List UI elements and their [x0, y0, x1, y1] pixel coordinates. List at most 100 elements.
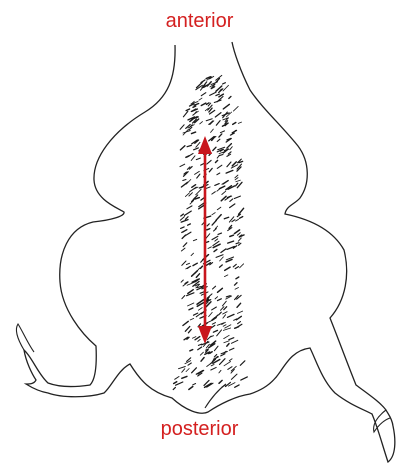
hatch-mark [214, 346, 218, 351]
hatch-mark [174, 382, 177, 384]
hatch-mark [224, 341, 230, 343]
hatch-mark [219, 134, 222, 137]
hatch-mark [222, 191, 226, 194]
hatch-mark [201, 358, 204, 362]
hatch-mark [234, 230, 239, 234]
hatch-mark [216, 255, 223, 258]
hatch-mark [217, 139, 220, 141]
hatch-mark [212, 220, 216, 225]
hatch-mark [233, 264, 236, 267]
hatch-mark [206, 234, 210, 239]
hatch-mark [185, 217, 188, 220]
hatch-mark [227, 162, 231, 167]
hatch-mark [192, 185, 196, 188]
hatch-mark [235, 288, 239, 290]
hatch-mark [214, 229, 217, 231]
hatch-mark [215, 297, 218, 299]
hatch-mark [194, 104, 199, 106]
hatch-mark [212, 307, 217, 310]
hatch-mark [224, 307, 227, 310]
hatch-mark [193, 384, 196, 385]
hatch-mark [229, 96, 231, 98]
hatch-mark [216, 94, 220, 96]
hatch-mark [186, 369, 189, 372]
hatch-mark [193, 239, 196, 240]
hatch-mark [183, 321, 188, 325]
hatch-mark [214, 249, 217, 251]
hatch-mark [240, 361, 245, 366]
hatch-mark [224, 217, 228, 219]
hatch-mark [213, 286, 216, 289]
hatch-mark [223, 315, 226, 318]
hatch-mark [217, 207, 221, 210]
hatch-mark [180, 146, 185, 150]
hatch-mark [235, 283, 238, 286]
hatch-mark [219, 312, 222, 315]
hatch-mark [187, 145, 191, 146]
hatch-mark [216, 160, 218, 162]
hatch-mark [192, 132, 196, 134]
hatch-mark [188, 224, 191, 225]
hatch-mark [219, 380, 222, 383]
hatch-mark [227, 144, 232, 149]
hatch-mark [180, 217, 184, 221]
hatch-mark [215, 184, 219, 186]
hatch-mark [217, 173, 220, 175]
hatch-mark [229, 348, 234, 350]
hatch-mark [236, 219, 239, 221]
hatch-mark [220, 186, 225, 189]
hatch-mark [182, 296, 185, 299]
hatch-mark [236, 277, 239, 279]
hatch-mark [210, 92, 216, 95]
hatch-mark [228, 241, 234, 243]
hatch-mark [182, 230, 187, 233]
hatch-mark [210, 336, 214, 337]
hatch-mark [181, 220, 188, 223]
hatch-mark [233, 123, 236, 125]
hatch-mark [188, 303, 194, 306]
anterior-label: anterior [0, 10, 399, 33]
hatch-mark [223, 83, 226, 84]
hatch-mark [212, 213, 215, 215]
hatch-mark [219, 370, 221, 373]
arrow-head-bottom [198, 326, 212, 344]
hatch-mark [181, 280, 183, 282]
hatch-mark [198, 347, 202, 350]
hatch-mark [215, 239, 218, 241]
hatch-mark [194, 148, 199, 150]
hatch-mark [182, 235, 186, 239]
hatch-mark [179, 367, 186, 369]
hatch-mark [229, 338, 234, 340]
hatch-mark [215, 113, 221, 117]
hatch-mark [185, 326, 190, 331]
hatch-mark [186, 109, 190, 111]
hatch-mark [182, 376, 187, 378]
hatch-mark [201, 93, 206, 96]
hatch-mark [189, 308, 193, 310]
hatch-mark [183, 243, 187, 247]
hatch-mark [211, 365, 214, 366]
hatch-mark [233, 106, 238, 111]
hatch-mark [237, 233, 240, 236]
hatch-mark [192, 368, 197, 373]
hatch-mark [173, 387, 175, 389]
hatch-mark [208, 247, 211, 249]
hatch-mark [213, 330, 217, 332]
hatch-mark [181, 182, 187, 187]
hatch-mark [196, 189, 201, 195]
dorsal-hatching [173, 75, 247, 389]
hatch-mark [218, 299, 222, 301]
hatch-mark [216, 215, 221, 221]
hatch-mark [232, 220, 235, 222]
hatch-mark [223, 181, 228, 184]
hatch-mark [222, 301, 226, 306]
hatch-mark [213, 147, 216, 150]
hatch-mark [207, 224, 209, 226]
hatch-mark [195, 171, 200, 174]
hatch-mark [218, 288, 223, 292]
hatch-mark [224, 275, 228, 277]
hatch-mark [183, 180, 186, 181]
hatch-mark [235, 267, 238, 269]
hatch-mark [200, 122, 203, 124]
hatch-mark [235, 385, 239, 387]
